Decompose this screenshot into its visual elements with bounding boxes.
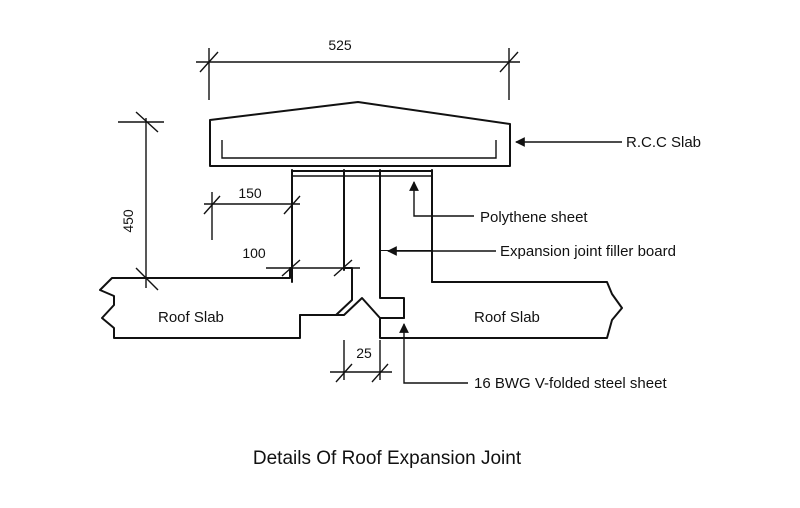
dimension-height-value: 450 xyxy=(120,209,136,233)
rcc-slab xyxy=(209,101,511,167)
dimension-gap: 25 xyxy=(330,340,392,383)
dimension-offset-value: 100 xyxy=(242,245,266,261)
label-expansion-filler-board: Expansion joint filler board xyxy=(500,243,676,260)
dimension-offset: 100 xyxy=(242,245,360,277)
dimension-height: 450 xyxy=(118,111,164,291)
left-roof-slab xyxy=(99,267,353,339)
label-rcc-slab: R.C.C Slab xyxy=(626,134,701,151)
label-polythene-sheet: Polythene sheet xyxy=(480,209,588,226)
dimension-gap-value: 25 xyxy=(356,345,372,361)
v-folded-steel-sheet xyxy=(299,297,405,319)
right-upstand-wall xyxy=(380,170,432,250)
dimension-upstand-width: 150 xyxy=(203,185,301,240)
dimension-top-width-value: 525 xyxy=(328,37,352,53)
label-steel-sheet: 16 BWG V-folded steel sheet xyxy=(474,375,667,392)
label-roof-slab-right: Roof Slab xyxy=(474,309,540,326)
dimension-top-width: 525 xyxy=(196,37,520,100)
right-roof-slab xyxy=(379,249,623,339)
label-roof-slab-left: Roof Slab xyxy=(158,309,224,326)
rcc-slab-reinforcement xyxy=(221,140,497,159)
dimension-upstand-width-value: 150 xyxy=(238,185,262,201)
diagram-title: Details Of Roof Expansion Joint xyxy=(253,448,522,469)
left-upstand-wall xyxy=(292,170,344,270)
